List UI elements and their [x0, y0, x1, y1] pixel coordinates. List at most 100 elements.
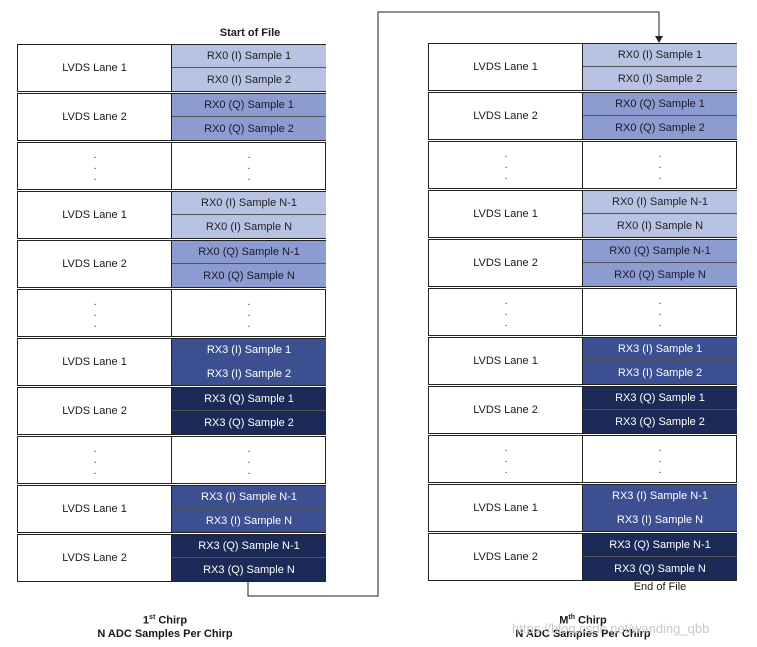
ellipsis-dot: . [93, 149, 97, 161]
sample-cell: RX3 (I) Sample N-1 [583, 485, 737, 508]
ellipsis-dot: . [658, 442, 662, 454]
ellipsis-dot: . [247, 465, 251, 477]
lane-label: LVDS Lane 1 [18, 45, 172, 91]
lane-ellipsis: ... [18, 444, 172, 477]
lane-label: LVDS Lane 2 [429, 240, 583, 286]
ellipsis-dot: . [247, 171, 251, 183]
ellipsis-dot: . [658, 306, 662, 318]
column-divider [582, 289, 583, 335]
ellipsis-dot: . [93, 443, 97, 455]
ellipsis-dot: . [658, 170, 662, 182]
ellipsis-dot: . [504, 170, 508, 182]
column-divider [582, 436, 583, 482]
ellipsis-dot: . [247, 443, 251, 455]
ellipsis-dot: . [504, 317, 508, 329]
first-chirp-samples-label: N ADC Samples Per Chirp [97, 627, 233, 640]
lane-label: LVDS Lane 1 [18, 192, 172, 238]
sample-cell: RX0 (Q) Sample N [172, 264, 326, 287]
sample-cell: RX3 (Q) Sample N [583, 557, 737, 580]
lane-label: LVDS Lane 2 [18, 241, 172, 287]
sample-ellipsis: ... [172, 150, 326, 183]
ellipsis-dot: . [247, 296, 251, 308]
lane-label: LVDS Lane 1 [18, 486, 172, 532]
sample-cell: RX0 (Q) Sample 1 [172, 94, 326, 117]
column-divider [171, 290, 172, 336]
first-chirp-caption: 1st Chirp N ADC Samples Per Chirp [80, 611, 250, 641]
sample-cell: RX0 (Q) Sample 1 [583, 93, 737, 116]
sample-cell: RX0 (I) Sample 2 [583, 67, 737, 90]
lane-label: LVDS Lane 1 [429, 485, 583, 531]
mth-chirp-word: Chirp [575, 614, 607, 627]
sample-cell: RX3 (I) Sample 2 [172, 362, 326, 385]
ellipsis-dot: . [504, 295, 508, 307]
sample-cell: RX0 (I) Sample N [583, 214, 737, 237]
ellipsis-dot: . [504, 442, 508, 454]
ellipsis-dot: . [93, 465, 97, 477]
mth-chirp-suffix: th [568, 614, 575, 621]
arrow-head-icon [655, 36, 663, 43]
lane-ellipsis: ... [429, 296, 583, 329]
ellipsis-dot: . [504, 306, 508, 318]
sample-cell: RX3 (Q) Sample N-1 [172, 535, 326, 558]
sample-cell: RX0 (I) Sample 1 [583, 44, 737, 67]
ellipsis-dot: . [504, 453, 508, 465]
sample-cell: RX0 (Q) Sample N-1 [583, 240, 737, 263]
ellipsis-row: ...... [428, 435, 737, 483]
column-divider [171, 437, 172, 483]
sample-cell: RX0 (I) Sample N-1 [583, 191, 737, 214]
lane-label: LVDS Lane 2 [429, 93, 583, 139]
ellipsis-row: ...... [17, 289, 326, 337]
ellipsis-dot: . [504, 464, 508, 476]
column-divider [582, 142, 583, 188]
sample-cell: RX0 (I) Sample N-1 [172, 192, 326, 215]
ellipsis-row: ...... [428, 141, 737, 189]
lane-label: LVDS Lane 2 [18, 388, 172, 434]
ellipsis-dot: . [658, 453, 662, 465]
end-of-file-label: End of File [633, 581, 687, 593]
lane-ellipsis: ... [18, 297, 172, 330]
ellipsis-dot: . [247, 307, 251, 319]
mth-chirp-letter: M [559, 614, 569, 627]
sample-cell: RX0 (Q) Sample 2 [172, 117, 326, 140]
ellipsis-row: ...... [17, 142, 326, 190]
sample-ellipsis: ... [583, 296, 737, 329]
sample-ellipsis: ... [583, 443, 737, 476]
sample-cell: RX3 (I) Sample 2 [583, 361, 737, 384]
watermark: https://blog.csdn.net/wanding_qbb [512, 621, 710, 636]
ellipsis-dot: . [93, 318, 97, 330]
lane-label: LVDS Lane 1 [18, 339, 172, 385]
lane-label: LVDS Lane 2 [429, 534, 583, 580]
ellipsis-dot: . [247, 160, 251, 172]
sample-cell: RX3 (I) Sample N [583, 508, 737, 531]
first-chirp-suffix: st [149, 614, 156, 621]
lane-label: LVDS Lane 1 [429, 191, 583, 237]
ellipsis-dot: . [504, 148, 508, 160]
ellipsis-dot: . [247, 149, 251, 161]
lane-label: LVDS Lane 1 [429, 44, 583, 90]
sample-ellipsis: ... [583, 149, 737, 182]
ellipsis-dot: . [658, 464, 662, 476]
ellipsis-dot: . [658, 159, 662, 171]
sample-ellipsis: ... [172, 444, 326, 477]
sample-cell: RX3 (I) Sample 1 [583, 338, 737, 361]
sample-cell: RX3 (Q) Sample N-1 [583, 534, 737, 557]
ellipsis-dot: . [247, 454, 251, 466]
ellipsis-dot: . [658, 148, 662, 160]
sample-cell: RX3 (Q) Sample 2 [172, 411, 326, 434]
start-of-file-label: Start of File [219, 27, 281, 39]
sample-cell: RX0 (I) Sample N [172, 215, 326, 238]
ellipsis-dot: . [93, 160, 97, 172]
ellipsis-row: ...... [17, 436, 326, 484]
